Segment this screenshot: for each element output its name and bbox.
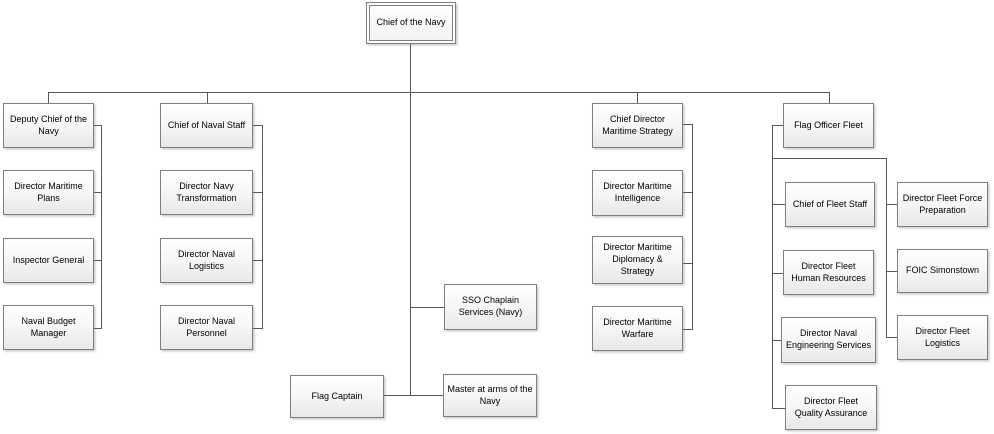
- org-node-chief-director-maritime-strategy: Chief Director Maritime Strategy: [592, 103, 683, 148]
- connector-stub: [772, 273, 783, 274]
- org-node-director-naval-personnel: Director Naval Personnel: [160, 305, 253, 350]
- org-node-label: Flag Officer Fleet: [794, 119, 863, 130]
- org-node-label: Director Maritime Warfare: [603, 316, 672, 339]
- org-node-master-at-arms-of-the-navy: Master at arms of the Navy: [443, 374, 537, 417]
- connector-branch: [692, 124, 693, 330]
- connector-stub: [772, 125, 783, 126]
- org-node-label: SSO Chaplain Services (Navy): [458, 295, 523, 317]
- connector-stub: [772, 340, 781, 341]
- connector-stub: [94, 125, 102, 126]
- org-node-foic-simonstown: FOIC Simonstown: [897, 249, 988, 293]
- connector-stub: [253, 328, 263, 329]
- connector-stub: [683, 329, 693, 330]
- connector-drop: [207, 92, 208, 103]
- org-node-label: Naval Budget Manager: [21, 315, 76, 338]
- connector-branch: [101, 125, 102, 329]
- connector-stub: [410, 307, 444, 308]
- connector-drop: [829, 92, 830, 103]
- org-node-chief-of-the-navy: Chief of the Navy: [366, 2, 456, 44]
- connector-stub: [772, 408, 785, 409]
- connector-stub: [886, 337, 897, 338]
- connector-branch: [262, 125, 263, 329]
- org-node-label: FOIC Simonstown: [905, 265, 980, 276]
- org-node-director-maritime-plans: Director Maritime Plans: [3, 170, 94, 215]
- connector-cross: [772, 158, 887, 159]
- org-node-label: Director Maritime Plans: [14, 180, 83, 203]
- connector-branch: [886, 158, 887, 338]
- org-node-director-naval-engineering-services: Director Naval Engineering Services: [781, 317, 876, 363]
- org-node-director-maritime-intelligence: Director Maritime Intelligence: [592, 170, 683, 216]
- org-node-label: Chief Director Maritime Strategy: [602, 113, 673, 136]
- connector-stub: [253, 192, 263, 193]
- connector-stub: [683, 263, 693, 264]
- connector-stub: [94, 328, 102, 329]
- org-node-label: Chief of the Navy: [376, 17, 446, 28]
- org-node-deputy-chief-of-the-navy: Deputy Chief of the Navy: [3, 103, 94, 148]
- org-node-director-fleet-human-resources: Director Fleet Human Resources: [783, 250, 874, 295]
- connector-drop: [48, 92, 49, 103]
- connector-spine: [410, 44, 411, 395]
- connector-stub: [683, 192, 693, 193]
- connector-stub: [94, 192, 102, 193]
- org-node-label: Director Fleet Force Preparation: [902, 192, 983, 215]
- org-node-director-fleet-logistics: Director Fleet Logistics: [897, 315, 988, 360]
- org-node-director-maritime-warfare: Director Maritime Warfare: [592, 306, 683, 351]
- connector-stub: [94, 260, 102, 261]
- connector-drop: [637, 92, 638, 103]
- org-node-inner-frame: Chief of the Navy: [369, 5, 453, 41]
- org-node-label: Director Naval Engineering Services: [785, 328, 872, 350]
- org-node-chief-of-fleet-staff: Chief of Fleet Staff: [785, 182, 875, 227]
- org-node-label: Flag Captain: [311, 390, 363, 401]
- connector-main-rail: [48, 92, 830, 93]
- org-node-chief-of-naval-staff: Chief of Naval Staff: [160, 103, 253, 148]
- org-node-inspector-general: Inspector General: [3, 238, 94, 283]
- org-node-label: Chief of Fleet Staff: [792, 198, 868, 209]
- org-node-director-navy-transformation: Director Navy Transformation: [160, 170, 253, 215]
- connector-stub: [886, 271, 897, 272]
- org-node-director-maritime-diplomacy-strategy: Director Maritime Diplomacy & Strategy: [592, 236, 683, 284]
- org-node-flag-officer-fleet: Flag Officer Fleet: [783, 103, 874, 148]
- org-node-flag-captain: Flag Captain: [290, 375, 384, 418]
- org-node-label: Director Navy Transformation: [176, 180, 237, 203]
- org-node-label: Deputy Chief of the Navy: [9, 113, 88, 136]
- connector-stub: [384, 395, 443, 396]
- org-node-label: Director Naval Personnel: [177, 315, 235, 338]
- connector-stub: [772, 204, 785, 205]
- connector-stub: [253, 260, 263, 261]
- connector-stub: [886, 204, 897, 205]
- org-node-director-fleet-quality-assurance: Director Fleet Quality Assurance: [785, 385, 877, 430]
- org-node-label: Director Maritime Intelligence: [603, 181, 672, 203]
- connector-stub: [683, 124, 693, 125]
- org-node-label: Director Maritime Diplomacy & Strategy: [603, 242, 672, 276]
- org-node-label: Chief of Naval Staff: [167, 119, 246, 130]
- org-node-label: Director Fleet Logistics: [915, 325, 970, 348]
- org-node-label: Director Naval Logistics: [177, 248, 235, 271]
- org-node-label: Master at arms of the Navy: [447, 383, 533, 406]
- connector-stub: [253, 125, 263, 126]
- org-node-naval-budget-manager: Naval Budget Manager: [3, 305, 94, 350]
- org-node-director-naval-logistics: Director Naval Logistics: [160, 238, 253, 283]
- org-node-label: Director Fleet Quality Assurance: [794, 395, 868, 418]
- org-node-director-fleet-force-preparation: Director Fleet Force Preparation: [897, 182, 988, 227]
- org-node-label: Inspector General: [12, 254, 85, 265]
- connector-branch: [772, 125, 773, 409]
- org-node-label: Director Fleet Human Resources: [791, 260, 866, 283]
- org-node-sso-chaplain-services-navy: SSO Chaplain Services (Navy): [444, 284, 537, 330]
